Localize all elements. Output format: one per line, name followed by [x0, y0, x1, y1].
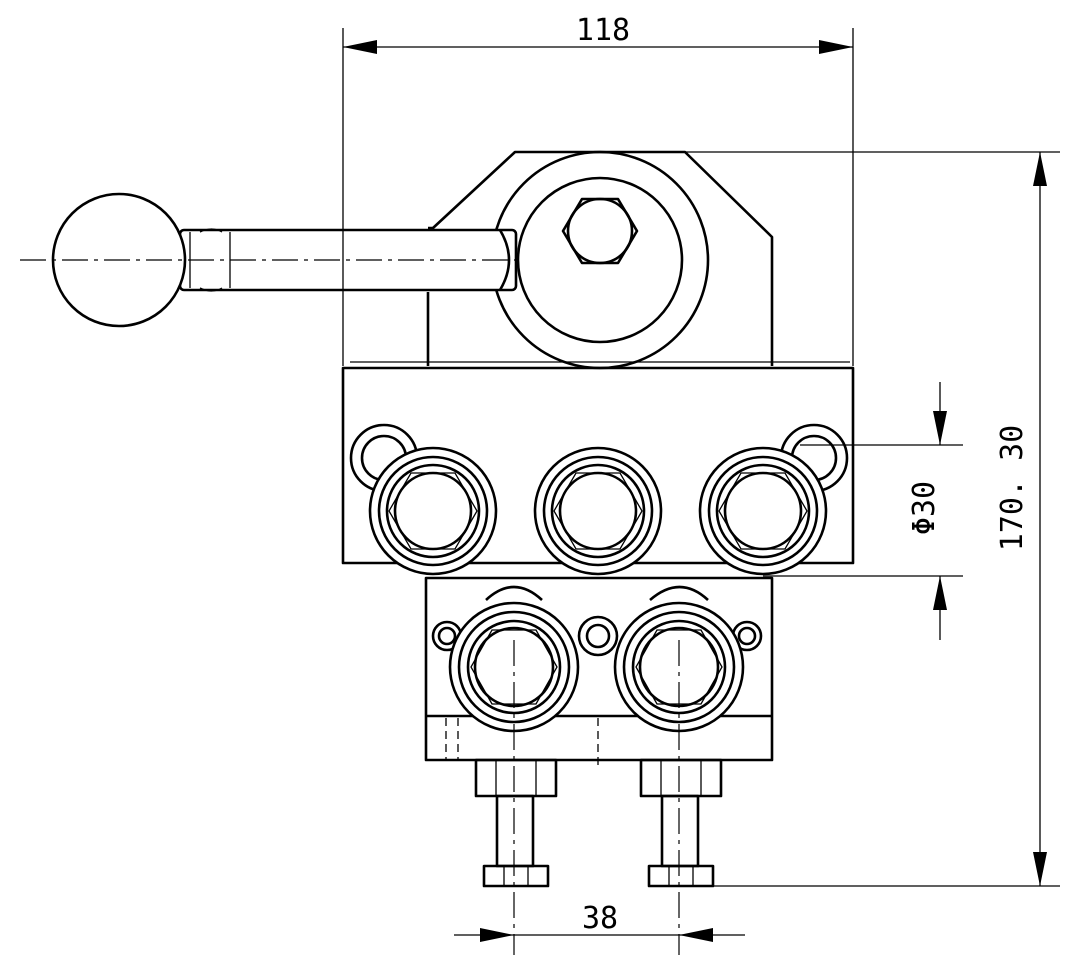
upper-port-left [368, 446, 498, 576]
lower-port-right [613, 601, 745, 733]
dimension-height: 170. 30 [685, 151, 1060, 887]
adjusting-screw-left [474, 758, 558, 888]
rotary-head [490, 150, 710, 370]
dimension-diameter: Φ30 [763, 382, 963, 640]
height-label: 170. 30 [995, 425, 1030, 551]
spacing-label: 38 [582, 901, 618, 936]
dimension-spacing: 38 [454, 901, 745, 942]
upper-port-right [698, 446, 828, 576]
lower-port-left [448, 601, 580, 733]
port-centerlines [513, 640, 680, 955]
width-label: 118 [576, 13, 630, 48]
adjusting-screw-right [639, 758, 723, 888]
diameter-label: Φ30 [907, 481, 942, 535]
lever-handle [20, 192, 520, 328]
dimension-width: 118 [342, 13, 854, 366]
upper-port-center [533, 446, 663, 576]
